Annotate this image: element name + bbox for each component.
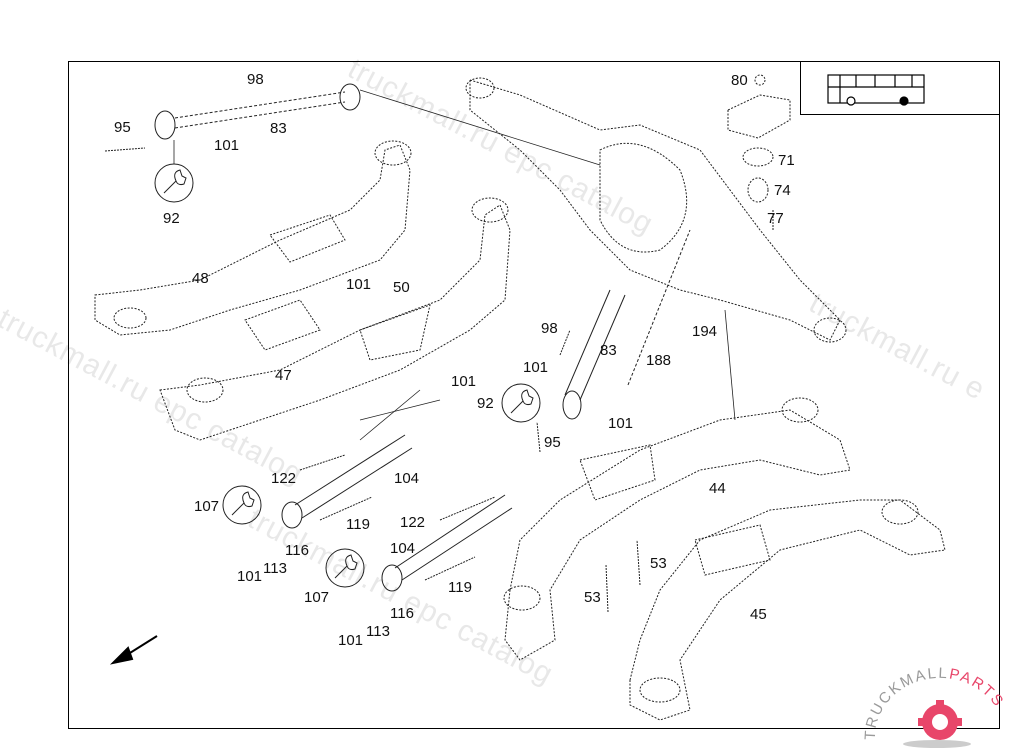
callout-116[interactable]: 116	[390, 605, 414, 622]
wrench-icon	[222, 485, 262, 525]
callout-50[interactable]: 50	[393, 279, 410, 296]
callout-83[interactable]: 83	[600, 342, 617, 359]
callout-53[interactable]: 53	[584, 589, 601, 606]
callout-101[interactable]: 101	[451, 373, 477, 390]
callout-116[interactable]: 116	[285, 542, 309, 559]
callout-98[interactable]: 98	[247, 71, 264, 88]
rod-188	[627, 229, 691, 386]
callout-107[interactable]: 107	[304, 589, 330, 606]
callout-77[interactable]: 77	[767, 210, 784, 227]
callout-113[interactable]: 113	[366, 623, 390, 640]
callout-107[interactable]: 107	[194, 498, 220, 515]
callout-45[interactable]: 45	[750, 606, 767, 623]
callout-48[interactable]: 48	[192, 270, 209, 287]
callout-92[interactable]: 92	[163, 210, 180, 227]
callout-95[interactable]: 95	[114, 119, 131, 136]
callout-101[interactable]: 101	[523, 359, 549, 376]
callout-101[interactable]: 101	[608, 415, 634, 432]
wrench-icon	[501, 383, 541, 423]
callout-74[interactable]: 74	[774, 182, 791, 199]
bolts	[104, 147, 774, 613]
rod-104-upper	[281, 434, 413, 529]
logo-text-parts: PARTS	[948, 665, 1008, 710]
callout-92[interactable]: 92	[477, 395, 494, 412]
callout-44[interactable]: 44	[709, 480, 726, 497]
diagram-frame	[68, 61, 1000, 729]
callout-188[interactable]: 188	[646, 352, 672, 369]
callout-122[interactable]: 122	[271, 470, 297, 487]
bus-icon	[827, 74, 925, 106]
gear-icon	[903, 700, 971, 748]
trailing-arm-48	[94, 140, 412, 351]
callout-95[interactable]: 95	[544, 434, 561, 451]
leader-lines	[173, 140, 441, 441]
callout-101[interactable]: 101	[214, 137, 240, 154]
trailing-arm-45	[629, 499, 946, 721]
callout-122[interactable]: 122	[400, 514, 426, 531]
axle-housing	[465, 77, 847, 343]
arrow-down-left-icon	[109, 635, 158, 665]
callout-194[interactable]: 194	[692, 323, 718, 340]
rod-83-top	[154, 83, 601, 166]
callout-71[interactable]: 71	[778, 152, 795, 169]
truckmallparts-logo: TRUCKMALLPARTS	[862, 665, 1008, 748]
callout-101[interactable]: 101	[338, 632, 364, 649]
callout-80[interactable]: 80	[731, 72, 748, 89]
callout-119[interactable]: 119	[448, 579, 472, 596]
callout-53[interactable]: 53	[650, 555, 667, 572]
trailing-arm-47	[159, 197, 511, 441]
wrench-icon	[325, 548, 365, 588]
wrench-icon	[154, 163, 194, 203]
callout-113[interactable]: 113	[263, 560, 287, 577]
callout-119[interactable]: 119	[346, 516, 370, 533]
callout-104[interactable]: 104	[394, 470, 420, 487]
callout-104[interactable]: 104	[390, 540, 416, 557]
callout-98[interactable]: 98	[541, 320, 558, 337]
callout-101[interactable]: 101	[346, 276, 372, 293]
leader-line	[724, 309, 736, 421]
callout-83[interactable]: 83	[270, 120, 287, 137]
rod-104-lower	[381, 494, 513, 592]
vehicle-type-box	[800, 61, 1000, 115]
callout-101[interactable]: 101	[237, 568, 263, 585]
rod-83-middle	[562, 289, 626, 420]
trailing-arm-44	[503, 397, 851, 661]
callout-47[interactable]: 47	[275, 367, 292, 384]
bump-stop	[727, 74, 791, 203]
